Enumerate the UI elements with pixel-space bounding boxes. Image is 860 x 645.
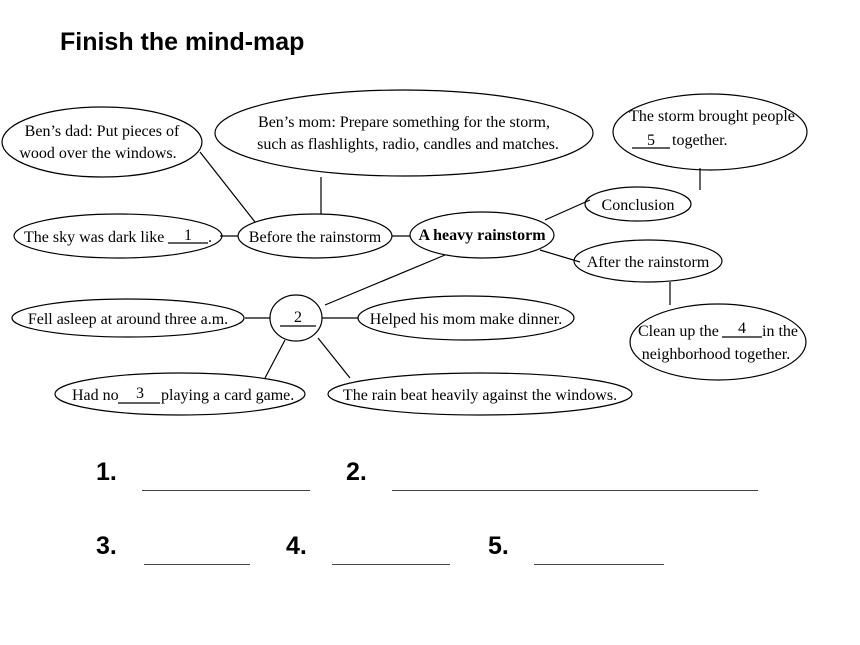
clean-text-line2: neighborhood together. xyxy=(642,346,790,363)
mind-map: Ben’s dad: Put pieces of wood over the w… xyxy=(1,89,808,416)
dad-text-line1: Ben’s dad: Put pieces of xyxy=(25,123,180,140)
sky-text-end: . xyxy=(208,229,212,246)
hadno-text: Had no xyxy=(72,387,119,404)
answer-number-4: 4. xyxy=(286,532,307,560)
hadno-blank-3: 3 xyxy=(136,385,144,402)
node-storm-together xyxy=(612,93,808,171)
connector-center-after xyxy=(539,249,581,263)
clean-text-line1-end: in the xyxy=(762,323,798,340)
hadno-text-end: playing a card game. xyxy=(161,387,294,404)
answer-number-2: 2. xyxy=(346,458,367,486)
answer-field-3[interactable] xyxy=(144,564,250,565)
rain-text: The rain beat heavily against the window… xyxy=(343,387,617,404)
connector-center-conclusion xyxy=(544,199,591,221)
node-hadno xyxy=(54,372,306,416)
dad-text-line2: wood over the windows. xyxy=(19,145,176,162)
answer-number-1: 1. xyxy=(96,458,117,486)
node-center xyxy=(409,211,555,259)
node-clean xyxy=(629,303,807,381)
blank2-text: 2 xyxy=(294,309,302,326)
answer-field-2[interactable] xyxy=(392,490,758,491)
node-helped xyxy=(357,295,575,341)
node-conclusion xyxy=(584,186,692,222)
answer-field-1[interactable] xyxy=(142,490,310,491)
after-text: After the rainstorm xyxy=(587,254,710,271)
mom-text-line2: such as flashlights, radio, candles and … xyxy=(257,136,559,153)
conclusion-text: Conclusion xyxy=(602,197,675,214)
clean-text-line1: Clean up the xyxy=(638,323,719,340)
connector-blank2-rain xyxy=(317,337,351,379)
answer-field-4[interactable] xyxy=(332,564,450,565)
connector-blank2-hadno xyxy=(264,339,286,379)
node-mom xyxy=(214,89,594,177)
storm-text-line2: together. xyxy=(672,132,728,149)
page-title: Finish the mind-map xyxy=(60,28,305,56)
connector-center-blank2 xyxy=(324,254,446,306)
storm-blank-5: 5 xyxy=(647,132,655,149)
node-after xyxy=(573,239,723,283)
answer-number-5: 5. xyxy=(488,532,509,560)
node-blank2 xyxy=(269,294,323,342)
node-rain xyxy=(327,372,633,416)
center-text: A heavy rainstorm xyxy=(418,227,546,244)
storm-text-line1: The storm brought people xyxy=(629,108,795,125)
answer-field-5[interactable] xyxy=(534,564,664,565)
sky-blank-1: 1 xyxy=(184,227,192,244)
helped-text: Helped his mom make dinner. xyxy=(370,311,562,328)
node-sky xyxy=(13,213,223,259)
node-before xyxy=(237,213,393,259)
connector-dad-before xyxy=(199,151,256,223)
before-text: Before the rainstorm xyxy=(249,229,382,246)
mom-text-line1: Ben’s mom: Prepare something for the sto… xyxy=(258,114,550,131)
asleep-text: Fell asleep at around three a.m. xyxy=(28,311,228,328)
node-dad xyxy=(1,106,203,178)
node-asleep xyxy=(11,298,245,338)
clean-blank-4: 4 xyxy=(738,320,746,337)
answer-number-3: 3. xyxy=(96,532,117,560)
sky-text: The sky was dark like xyxy=(24,229,164,246)
